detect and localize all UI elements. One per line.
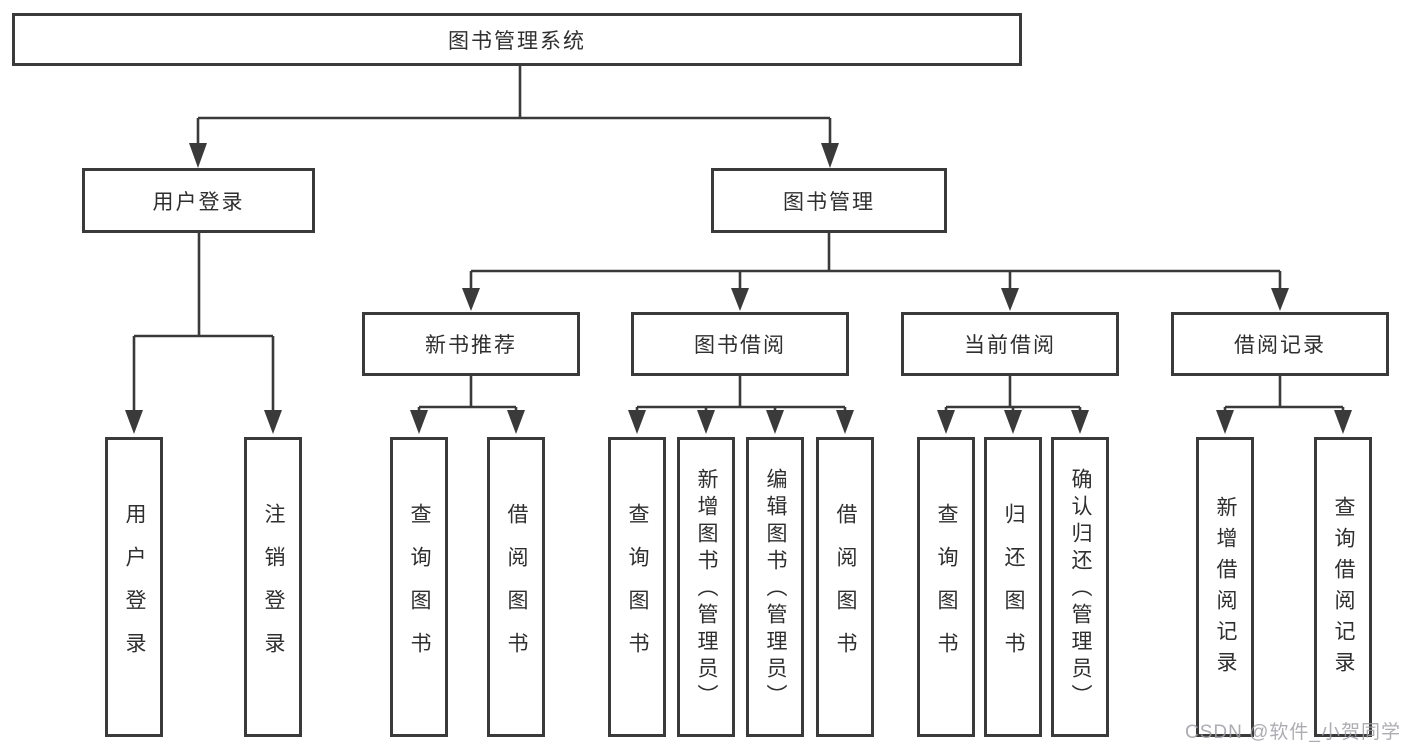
arrow-leaf <box>1334 410 1352 434</box>
leaf-add-books-admin: 新增图书（管理员） <box>677 437 735 737</box>
arrow-leaf <box>937 410 955 434</box>
arrow-leaf <box>836 410 854 434</box>
leaf-confirm-return-admin: 确认归还（管理员） <box>1051 437 1109 737</box>
edge-new-book-split <box>417 376 518 414</box>
arrow-leaf <box>766 410 784 434</box>
edge-book-mgmt-split <box>469 232 1282 291</box>
leaf-borrow-books-recommend: 借阅图书 <box>487 437 545 737</box>
edge-current-split <box>944 376 1082 414</box>
leaf-add-borrow-record: 新增借阅记录 <box>1196 437 1254 737</box>
arrowheads <box>125 143 1352 434</box>
arrow-leaf <box>410 410 428 434</box>
node-current-borrow: 当前借阅 <box>901 312 1119 376</box>
edge-user-login-split <box>132 232 275 412</box>
arrow-leaf <box>264 410 282 434</box>
arrow-leaf <box>507 410 525 434</box>
node-book-borrow: 图书借阅 <box>631 312 849 376</box>
leaf-user-login: 用户登录 <box>105 437 163 737</box>
arrow-current-borrow <box>1001 288 1019 311</box>
edge-root-split <box>196 66 832 146</box>
arrow-leaf <box>125 410 143 434</box>
leaf-edit-books-admin: 编辑图书（管理员） <box>746 437 804 737</box>
arrow-leaf <box>628 410 646 434</box>
arrow-user-login <box>189 143 207 168</box>
leaf-query-books-recommend: 查询图书 <box>390 437 448 737</box>
arrow-new-book <box>462 288 480 311</box>
leaf-query-books-borrow: 查询图书 <box>608 437 666 737</box>
node-user-login: 用户登录 <box>82 168 315 233</box>
leaf-logout: 注销登录 <box>244 437 302 737</box>
arrow-book-mgmt <box>821 143 839 168</box>
arrow-leaf <box>1004 410 1022 434</box>
edge-records-split <box>1223 376 1345 414</box>
arrow-book-borrow <box>731 288 749 311</box>
leaf-query-borrow-record: 查询借阅记录 <box>1314 437 1372 737</box>
leaf-query-books-current: 查询图书 <box>917 437 975 737</box>
node-borrow-records: 借阅记录 <box>1171 312 1389 376</box>
arrow-leaf <box>697 410 715 434</box>
node-root: 图书管理系统 <box>12 13 1022 66</box>
node-book-management: 图书管理 <box>711 168 947 233</box>
arrow-leaf <box>1071 410 1089 434</box>
arrow-leaf <box>1216 410 1234 434</box>
arrow-borrow-records <box>1271 288 1289 311</box>
node-new-book-recommend: 新书推荐 <box>362 312 580 376</box>
leaf-return-books: 归还图书 <box>984 437 1042 737</box>
watermark: CSDN @软件_小贺同学 <box>1185 722 1401 743</box>
leaf-borrow-books: 借阅图书 <box>816 437 874 737</box>
edge-borrow-split <box>635 376 847 414</box>
